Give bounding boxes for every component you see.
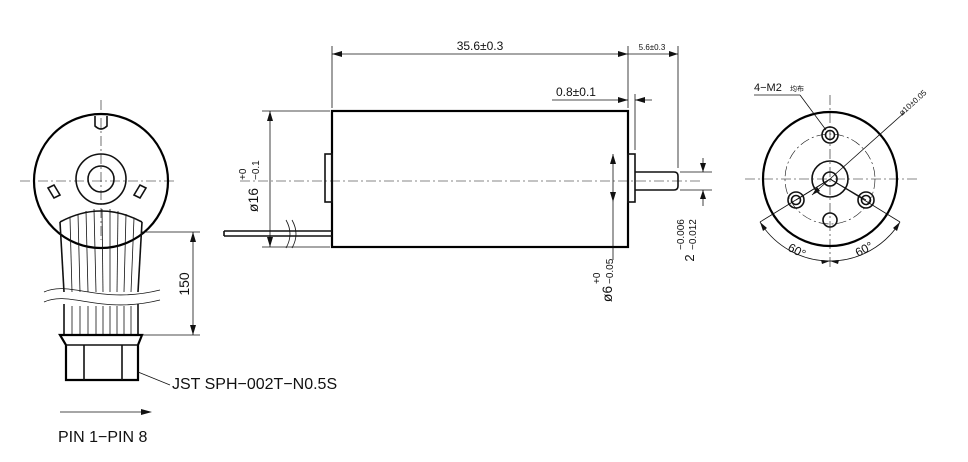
pin-range-label: PIN 1−PIN 8: [58, 429, 147, 446]
length-dim-label: 35.6±0.3: [457, 39, 504, 53]
front-view: ø10±0.05 4−M2 均布 60° 60°: [745, 82, 929, 268]
mount-holes-label: 4−M2: [754, 82, 782, 94]
mount-holes-note: 均布: [790, 84, 804, 93]
rear-view: 150 JST SPH−002T−N0.5S PIN 1−PIN 8: [20, 100, 337, 446]
boss-length-label: 0.8±0.1: [556, 85, 596, 99]
boss-tol-upper: +0: [592, 272, 603, 284]
connector-label: JST SPH−002T−N0.5S: [172, 376, 337, 393]
body-tol-upper: +0: [238, 168, 249, 180]
shaft-length-label: 5.6±0.3: [639, 43, 666, 52]
pcd-label: ø10±0.05: [897, 88, 929, 118]
boss-tol-lower: −0.05: [605, 258, 616, 284]
body-tol-lower: −0.1: [251, 160, 262, 180]
angle-left-label: 60°: [786, 240, 809, 261]
shaft-diameter-label: 2: [682, 254, 697, 261]
boss-diameter-label: ø6: [599, 286, 615, 303]
side-view: 35.6±0.3 5.6±0.3 0.8±0.1 ø16 +0 −0.1 ø6: [223, 39, 712, 303]
cable-length-label: 150: [176, 272, 192, 296]
body-diameter-label: ø16: [245, 188, 261, 212]
shaft-tol-upper: −0.006: [676, 219, 687, 250]
shaft-tol-lower: −0.012: [688, 219, 699, 250]
